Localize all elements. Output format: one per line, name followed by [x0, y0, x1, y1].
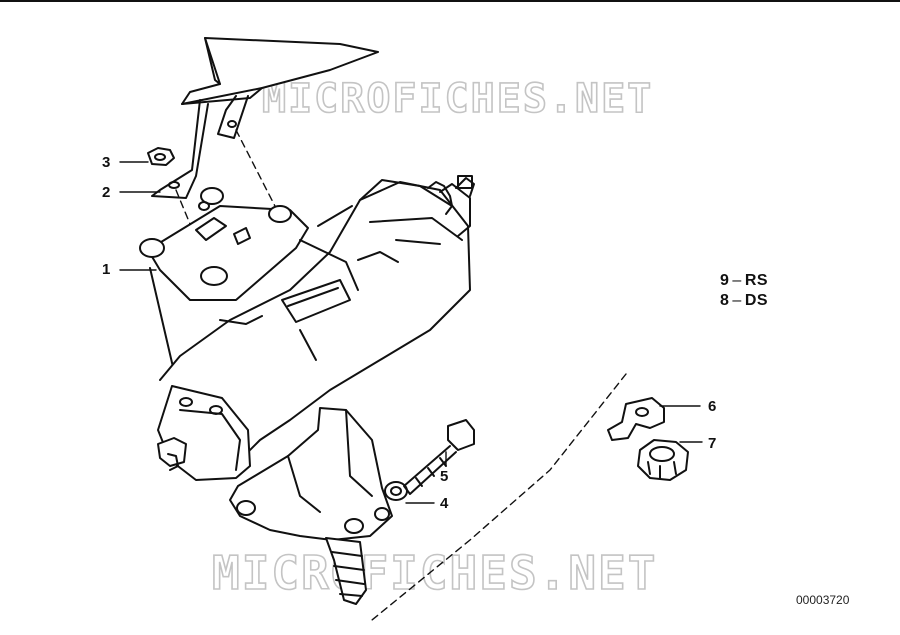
legend-ds-dash: –	[732, 292, 742, 309]
watermark-bottom: MICROFICHES.NET	[211, 545, 658, 601]
bolt-part	[403, 419, 475, 495]
steering-box-cover	[139, 187, 309, 301]
callout-6: 6	[708, 398, 717, 415]
top-border-rule	[0, 0, 900, 2]
bracket-part	[151, 37, 379, 199]
watermark-top: MICROFICHES.NET	[261, 75, 654, 123]
legend-ds-code: DS	[744, 292, 769, 309]
callout-3: 3	[102, 154, 111, 171]
legend-rs: 9–RS	[720, 272, 768, 290]
callout-4: 4	[440, 495, 449, 512]
legend-rs-code: RS	[744, 272, 769, 289]
diagram-reference-number: 00003720	[796, 593, 850, 607]
callout-2: 2	[102, 184, 111, 201]
nut-part	[147, 147, 175, 166]
callout-7: 7	[708, 435, 717, 452]
legend-ds: 8–DS	[720, 292, 768, 310]
callout-5: 5	[440, 468, 449, 485]
washer-part	[384, 481, 408, 501]
steering-box-housing	[149, 175, 475, 605]
legend-ds-number: 8	[720, 292, 730, 309]
legend-rs-number: 9	[720, 272, 730, 289]
lock-plate-part	[607, 397, 665, 441]
castle-nut-part	[637, 439, 689, 481]
legend-rs-dash: –	[732, 272, 742, 289]
callout-1: 1	[102, 261, 111, 278]
